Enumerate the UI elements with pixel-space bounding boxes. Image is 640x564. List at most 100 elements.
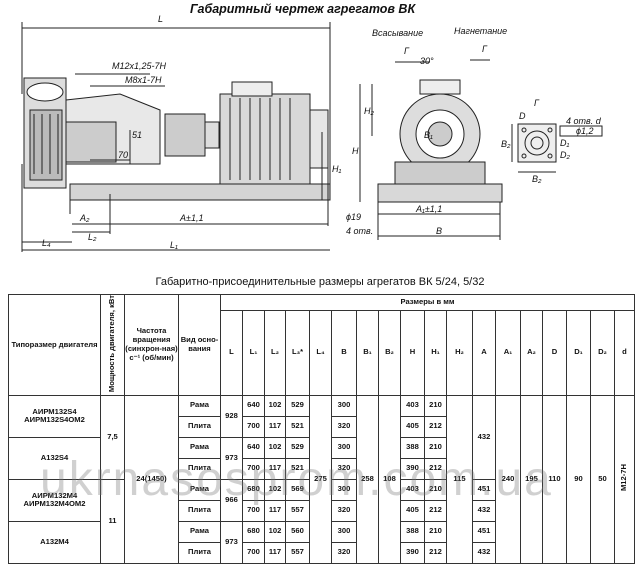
label-70: 70 (118, 150, 128, 160)
label-thread1: M12x1,25-7H (112, 61, 167, 71)
motor-cell: АИРМ132М4 АИРМ132М4ОМ2 (8, 478, 101, 522)
cell-B: 300 (331, 436, 357, 459)
cell-L3: 529 (285, 394, 310, 417)
cell-A: 451 (472, 520, 496, 543)
table-row: А132S4 Рама 973 640 102 529 300 388 210 (8, 436, 635, 480)
base-cell: Плита (178, 457, 221, 480)
col-L3: L₃* (285, 309, 310, 396)
label-H2: H₂ (364, 106, 374, 116)
cell-H1: 210 (424, 436, 447, 459)
label-D: D (519, 111, 526, 121)
cell-L2: 117 (264, 415, 286, 438)
header-dims: Размеры в мм (220, 294, 635, 311)
cell-A: 451 (472, 478, 496, 501)
cell-A1: 240 (495, 394, 521, 564)
cell-L1: 640 (242, 394, 265, 417)
table-row: АИРМ132М4 АИРМ132М4ОМ2 11 Рама 966 680 1… (8, 478, 635, 564)
col-D1: D₁ (566, 309, 591, 396)
cell-L1: 700 (242, 457, 265, 480)
front-view (359, 59, 503, 240)
power-cell: 7,5 (100, 394, 125, 480)
label-L: L (158, 14, 163, 24)
cell-L2: 102 (264, 520, 286, 543)
cell-H1: 212 (424, 541, 447, 564)
label-B2: B₂ (501, 139, 511, 149)
label-L4: L₄ (42, 238, 51, 248)
cell-L2: 102 (264, 478, 286, 501)
base-cell: Рама (178, 478, 221, 501)
cell-L2: 117 (264, 457, 286, 480)
header-type: Типоразмер двигателя (8, 294, 101, 396)
table-row: Плита 700 117 521 320 405 212 (9, 415, 635, 438)
side-view (21, 22, 331, 252)
speed-cell: 24(1450) (124, 394, 179, 564)
page-title: Габаритный чертеж агрегатов ВК (190, 2, 416, 16)
label-d19: ϕ19 (346, 212, 361, 222)
cell-L2: 117 (264, 499, 286, 522)
flange-view (511, 123, 603, 173)
cell-L1: 700 (242, 415, 265, 438)
dimension-drawing: L M12x1,25-7H M8x1-7H 51 70 H₁ A₂ A±1,1 … (21, 14, 603, 252)
cell-B: 300 (331, 478, 357, 501)
cell-B: 300 (331, 520, 357, 543)
label-tolerance: ϕ1,2 (576, 126, 594, 136)
cell-L1: 700 (242, 541, 265, 564)
cell-H1: 212 (424, 499, 447, 522)
cell-H1: 212 (424, 457, 447, 480)
col-B2: B₂ (378, 309, 401, 396)
col-L4: L₄ (309, 309, 332, 396)
cell-L1: 640 (242, 436, 265, 459)
cell-L3: 569 (285, 478, 310, 501)
cell-L1: 700 (242, 499, 265, 522)
col-A: A (472, 309, 496, 396)
cell-B: 320 (331, 541, 357, 564)
label-holes-d: 4 отв. d (566, 116, 602, 126)
cell-H: 405 (400, 415, 425, 438)
label-51: 51 (132, 130, 142, 140)
label-G-2: Г (482, 44, 488, 54)
table-caption: Габаритно-присоединительные размеры агре… (155, 276, 485, 288)
col-H2: H₂ (446, 309, 473, 396)
header-power: Мощность двигателя, кВт (100, 294, 125, 396)
cell-A: 432 (472, 541, 496, 564)
label-D2: D₂ (560, 150, 570, 160)
cell-H1: 210 (424, 394, 447, 417)
label-D1: D₁ (560, 138, 569, 148)
col-L: L (220, 309, 243, 396)
cell-H2: 115 (446, 394, 473, 564)
motor-cell: А132S4 (8, 436, 101, 480)
cell-A2: 195 (520, 394, 543, 564)
label-L1: L₁ (170, 240, 178, 250)
col-D2: D₂ (590, 309, 615, 396)
cell-L: 928 (220, 394, 243, 438)
cell-A: 432 (472, 394, 496, 480)
base-cell: Рама (178, 394, 221, 417)
cell-B: 320 (331, 499, 357, 522)
cell-H: 403 (400, 394, 425, 417)
cell-L2: 117 (264, 541, 286, 564)
label-holes: 4 отв. (346, 226, 373, 236)
cell-B1: 258 (356, 394, 379, 564)
col-H: H (400, 309, 425, 396)
label-discharge: Нагнетание (454, 26, 507, 36)
cell-H: 403 (400, 478, 425, 501)
cell-d: M12-7H (614, 394, 635, 564)
table-row: Плита 700 117 557 320 390 212 432 (9, 541, 635, 564)
cell-L4: 275 (309, 394, 332, 564)
base-cell: Плита (178, 415, 221, 438)
base-cell: Рама (178, 520, 221, 543)
header-speed: Частота вращения (синхрон-ная) с⁻¹ (об/м… (124, 294, 179, 396)
label-thread2: M8x1-7H (125, 75, 162, 85)
cell-L3: 529 (285, 436, 310, 459)
base-cell: Плита (178, 499, 221, 522)
cell-L3: 560 (285, 520, 310, 543)
header-base: Вид осно-вания (178, 294, 221, 396)
label-B2-bottom: B₂ (532, 174, 542, 184)
cell-D1: 90 (566, 394, 591, 564)
cell-L: 973 (220, 436, 243, 480)
cell-L2: 102 (264, 436, 286, 459)
col-L2: L₂ (264, 309, 286, 396)
cell-B: 300 (331, 394, 357, 417)
cell-H1: 210 (424, 520, 447, 543)
cell-L: 973 (220, 520, 243, 564)
